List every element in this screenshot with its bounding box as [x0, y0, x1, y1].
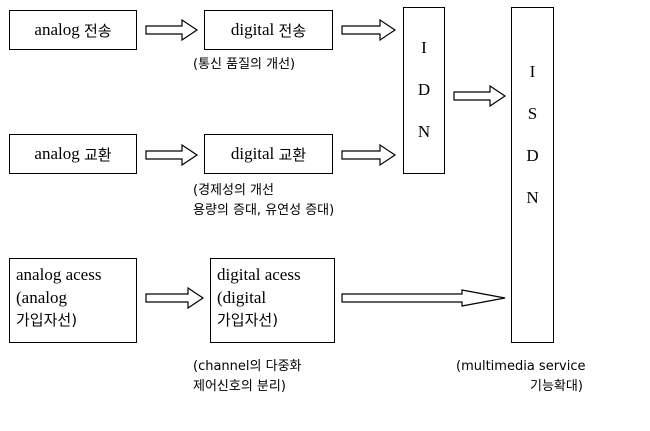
arrow-digital-access-to-isdn: [341, 289, 506, 307]
idn-letter-i: I: [421, 38, 427, 57]
digital-access-box: digital acess (digital 가입자선): [210, 258, 335, 343]
isdn-letter-s: S: [527, 104, 538, 123]
arrow-analog-to-digital-transmission: [145, 18, 199, 42]
isdn-letter-n: N: [526, 188, 539, 207]
digital-access-line2: (digital: [217, 288, 267, 307]
arrow-digital-switching-to-idn: [341, 143, 397, 167]
analog-transmission-hangul: 전송: [83, 21, 112, 40]
arrow-digital-transmission-to-idn: [341, 18, 397, 42]
isdn-letter-d: D: [526, 146, 539, 165]
arrow-analog-to-digital-access: [145, 286, 205, 310]
analog-access-line3: 가입자선): [16, 311, 78, 329]
access-caption-line2: 제어신호의 분리): [193, 379, 286, 394]
isdn-caption-line2: 기능확대): [530, 379, 583, 394]
arrow-analog-to-digital-switching: [145, 143, 199, 167]
analog-access-line1: analog acess: [16, 265, 102, 284]
digital-transmission-box: digital 전송: [204, 10, 333, 50]
arrow-idn-to-isdn: [453, 84, 507, 108]
idn-box: I D N: [403, 7, 445, 174]
access-caption-line1: (channel의 다중화: [193, 359, 302, 374]
analog-switching-hangul: 교환: [83, 145, 112, 164]
digital-access-line3: 가입자선): [217, 311, 279, 329]
access-caption: (channel의 다중화 제어신호의 분리): [193, 357, 302, 397]
isdn-caption-line1: (multimedia service: [456, 359, 586, 374]
digital-transmission-label: digital: [230, 20, 275, 39]
digital-access-line1: digital acess: [217, 265, 301, 284]
switching-caption: (경제성의 개선 용량의 증대, 유연성 증대): [193, 181, 334, 221]
digital-switching-hangul: 교환: [278, 145, 307, 164]
analog-access-line2: (analog: [16, 288, 67, 307]
idn-letter-n: N: [417, 122, 431, 141]
idn-letter-d: D: [417, 80, 431, 99]
digital-switching-label: digital: [230, 144, 275, 163]
analog-transmission-box: analog 전송: [9, 10, 137, 50]
isdn-caption: (multimedia service 기능확대): [456, 357, 586, 397]
transmission-caption-text: (통신 품질의 개선): [193, 57, 296, 72]
switching-caption-line1: (경제성의 개선: [193, 183, 274, 198]
analog-transmission-label: analog: [34, 20, 80, 39]
digital-transmission-hangul: 전송: [278, 21, 307, 40]
isdn-letter-i: I: [529, 62, 536, 81]
analog-switching-box: analog 교환: [9, 134, 137, 174]
analog-switching-label: analog: [34, 144, 80, 163]
switching-caption-line2: 용량의 증대, 유연성 증대): [193, 203, 335, 218]
digital-switching-box: digital 교환: [204, 134, 333, 174]
isdn-box: I S D N: [511, 7, 554, 343]
transmission-caption: (통신 품질의 개선): [193, 55, 295, 75]
analog-access-box: analog acess (analog 가입자선): [9, 258, 137, 343]
